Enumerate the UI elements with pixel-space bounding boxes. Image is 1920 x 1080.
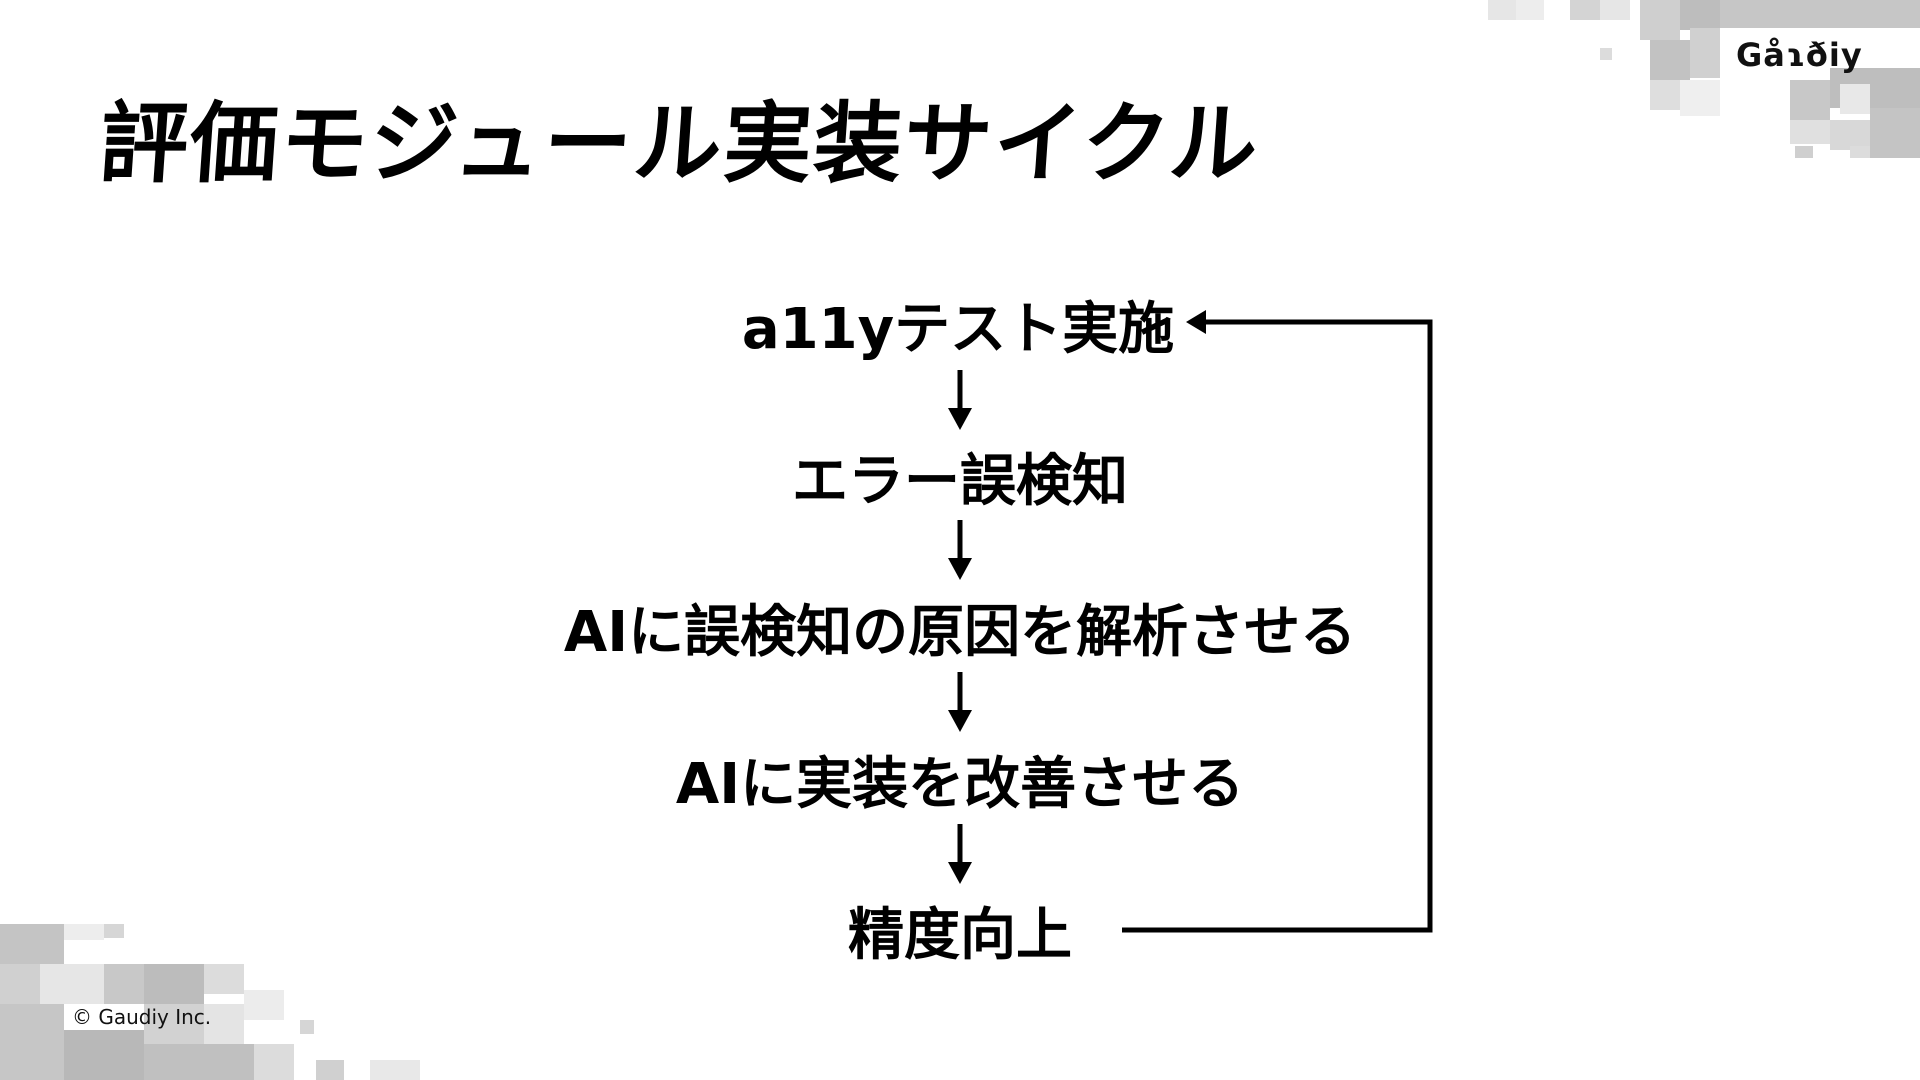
down-arrow-3 — [948, 672, 972, 732]
cycle-step-false-positive: エラー誤検知 — [792, 449, 1128, 514]
cycle-step-test: a11yテスト実施 — [741, 297, 1175, 362]
company-logo: Gåɿðiy — [1736, 36, 1863, 74]
loop-back-arrow — [1122, 310, 1433, 933]
cycle-step-accuracy-up: 精度向上 — [848, 903, 1072, 968]
cycle-step-ai-analyze: AIに誤検知の原因を解析させる — [563, 600, 1357, 665]
cycle-step-ai-improve: AIに実装を改善させる — [675, 752, 1245, 817]
top-right-pixel-mosaic — [1488, 0, 1920, 158]
down-arrow-1 — [948, 370, 972, 430]
down-arrow-2 — [948, 520, 972, 580]
copyright-notice: © Gaudiy Inc. — [72, 1005, 212, 1029]
down-arrow-4 — [948, 824, 972, 884]
bottom-left-pixel-mosaic — [0, 924, 420, 1080]
